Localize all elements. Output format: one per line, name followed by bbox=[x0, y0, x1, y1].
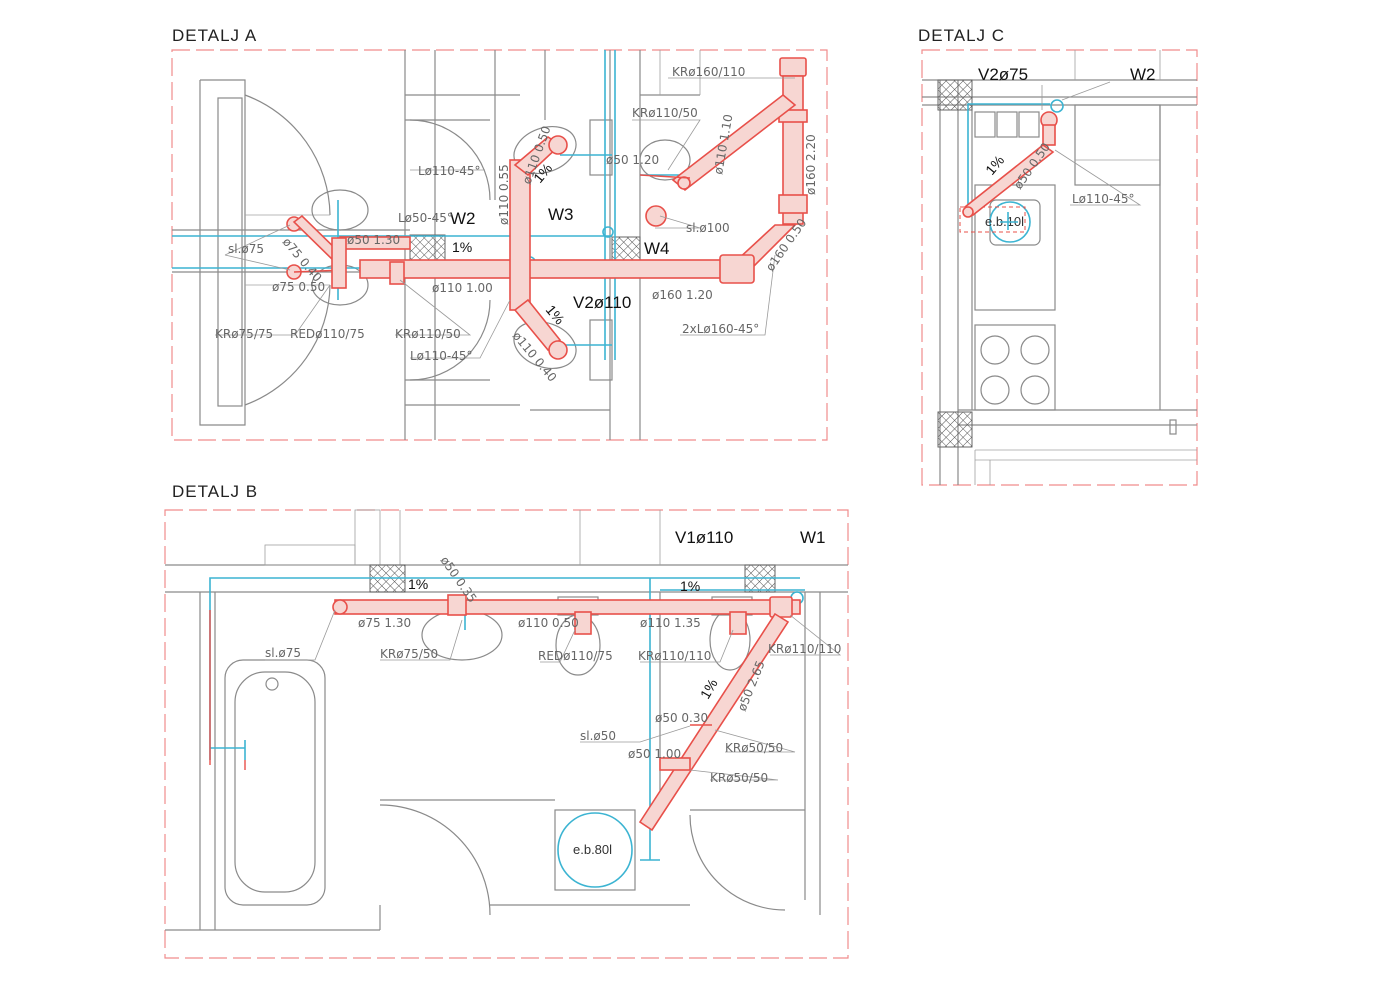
label-b-sl75: sl.ø75 bbox=[265, 646, 301, 660]
label-b-slope-1: 1% bbox=[408, 576, 428, 592]
label-b-d110-135: ø110 1.35 bbox=[640, 616, 701, 630]
detail-a-frame bbox=[171, 49, 828, 441]
label-b-d75-130: ø75 1.30 bbox=[358, 616, 411, 630]
detail-b-leaders bbox=[265, 609, 842, 781]
label-b-sl50: sl.ø50 bbox=[580, 729, 616, 743]
detail-a: DETALJ A bbox=[171, 26, 828, 441]
detail-b-walls bbox=[165, 509, 848, 931]
detail-a-fixtures bbox=[311, 119, 691, 381]
label-kr110-50-b: KRø110/50 bbox=[395, 327, 461, 341]
label-eb-80l: e.b.80l bbox=[573, 842, 612, 857]
label-b-kr50-50-b: KRø50/50 bbox=[710, 771, 768, 785]
detail-c-leaders bbox=[1041, 81, 1142, 206]
label-w3: W3 bbox=[548, 205, 574, 224]
label-b-kr110-110-a: KRø110/110 bbox=[768, 642, 841, 656]
label-b-d50-030: ø50 0.30 bbox=[655, 711, 708, 725]
label-b-red: REDø110/75 bbox=[538, 649, 613, 663]
label-c-w2: W2 bbox=[1130, 65, 1156, 84]
detail-a-pipes bbox=[286, 57, 808, 360]
label-kr160: KRø160/110 bbox=[672, 65, 745, 79]
label-kr75: KRø75/75 bbox=[215, 327, 273, 341]
label-b-kr75-50: KRø75/50 bbox=[380, 647, 438, 661]
detail-c-walls bbox=[922, 50, 1197, 485]
label-sl100: sl.ø100 bbox=[686, 221, 730, 235]
label-l110-45-a: Lø110-45° bbox=[418, 164, 481, 178]
label-d110-100: ø110 1.00 bbox=[432, 281, 493, 295]
label-b-slope-3: 1% bbox=[697, 676, 721, 702]
label-d160-120: ø160 1.20 bbox=[652, 288, 713, 302]
detail-b: DETALJ B bbox=[164, 482, 849, 959]
detail-c: DETALJ C bbox=[918, 26, 1198, 486]
detail-a-leaders bbox=[215, 77, 795, 359]
label-d160-220: ø160 2.20 bbox=[804, 134, 818, 195]
label-b-d50-100: ø50 1.00 bbox=[628, 747, 681, 761]
detail-c-fixtures: e.b.10l bbox=[959, 199, 1041, 246]
label-b-kr50-50-a: KRø50/50 bbox=[725, 741, 783, 755]
label-b-slope-2: 1% bbox=[680, 578, 700, 594]
boiler-10l-circle bbox=[989, 201, 1031, 243]
label-d110-055: ø110 0.55 bbox=[497, 164, 511, 225]
label-red: REDø110/75 bbox=[290, 327, 365, 341]
label-c-slope: 1% bbox=[982, 152, 1007, 178]
label-w4: W4 bbox=[644, 239, 670, 258]
label-d75-050: ø75 0.50 bbox=[272, 280, 325, 294]
detail-b-labels: V1ø110 W1 1% 1% 1% ø50 0.35 ø75 1.30 ø11… bbox=[265, 528, 841, 785]
label-v2: V2ø110 bbox=[573, 293, 631, 312]
label-d50-120: ø50 1.20 bbox=[606, 153, 659, 167]
detail-c-pipes bbox=[962, 111, 1058, 218]
label-sl75: sl.ø75 bbox=[228, 242, 264, 256]
label-l160: 2xLø160-45° bbox=[682, 322, 759, 336]
label-slope-1: 1% bbox=[452, 239, 472, 255]
detail-c-cyan bbox=[967, 99, 1064, 230]
label-l110-45-b: Lø110-45° bbox=[410, 349, 473, 363]
label-c-l110: Lø110-45° bbox=[1072, 192, 1135, 206]
boiler-80l-circle bbox=[557, 812, 633, 888]
detail-a-title: DETALJ A bbox=[172, 26, 257, 45]
detail-b-frame bbox=[164, 509, 849, 959]
label-w2: W2 bbox=[450, 209, 476, 228]
detail-c-title: DETALJ C bbox=[918, 26, 1005, 45]
label-w1: W1 bbox=[800, 528, 826, 547]
detail-b-title: DETALJ B bbox=[172, 482, 258, 501]
detail-c-frame bbox=[921, 49, 1198, 486]
detail-b-pipes bbox=[209, 594, 801, 832]
label-d50-130: ø50 1.30 bbox=[347, 233, 400, 247]
label-c-v2: V2ø75 bbox=[978, 65, 1028, 84]
label-kr110-50: KRø110/50 bbox=[632, 106, 698, 120]
label-b-d110-050: ø110 0.50 bbox=[518, 616, 579, 630]
label-l50-45: Lø50-45° bbox=[398, 211, 453, 225]
label-v1: V1ø110 bbox=[675, 528, 733, 547]
label-b-kr110-110-b: KRø110/110 bbox=[638, 649, 711, 663]
detail-a-labels: W2 W3 W4 V2ø110 KRø160/110 KRø110/50 ø11… bbox=[215, 65, 818, 384]
